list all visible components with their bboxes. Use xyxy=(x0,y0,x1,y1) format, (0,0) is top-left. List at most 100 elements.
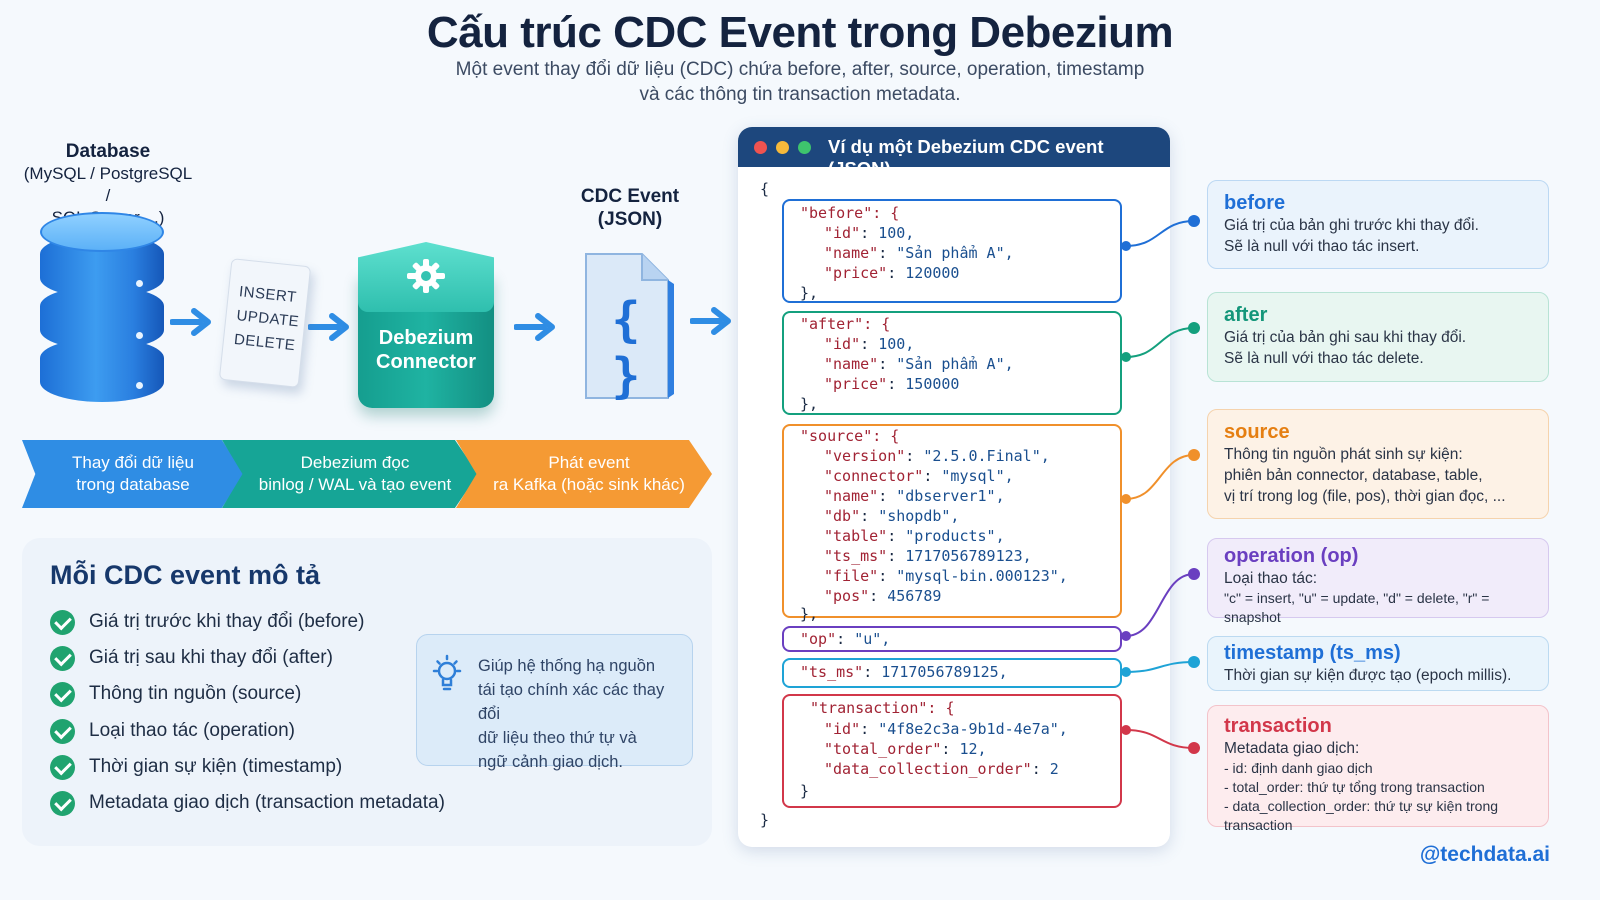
step-2-line-1: Debezium đọc xyxy=(300,453,410,472)
database-title: Database xyxy=(65,141,151,162)
json-line: "price": 120000 xyxy=(824,264,960,282)
json-before-box xyxy=(782,199,1122,303)
step-2: Debezium đọc binlog / WAL và tạo event xyxy=(222,440,478,508)
json-line: "table": "products", xyxy=(824,527,1005,545)
card-title: timestamp (ts_ms) xyxy=(1224,642,1401,664)
card-transaction: transaction Metadata giao dịch: - id: đị… xyxy=(1207,705,1549,833)
card-timestamp: timestamp (ts_ms) Thời gian sự kiện được… xyxy=(1207,636,1549,691)
check-icon xyxy=(50,609,75,635)
describe-item-label: Giá trị trước khi thay đổi (before) xyxy=(89,611,365,632)
step-3-line-2: ra Kafka (hoặc sink khác) xyxy=(493,475,685,494)
card-line: Giá trị của bản ghi trước khi thay đổi. xyxy=(1224,217,1479,234)
describe-item-label: Thời gian sự kiện (timestamp) xyxy=(89,756,343,777)
author-handle: @techdata.ai xyxy=(1419,843,1550,866)
card-line: Loại thao tác: xyxy=(1224,570,1318,587)
op-delete: DELETE xyxy=(233,330,297,355)
json-panel-title: Ví dụ một Debezium CDC event (JSON) xyxy=(828,136,1104,179)
step-2-line-2: binlog / WAL và tạo event xyxy=(258,475,452,494)
check-icon xyxy=(50,681,75,707)
maximize-dot-icon xyxy=(798,141,811,154)
json-close: }, xyxy=(800,395,819,413)
card-title: source xyxy=(1224,421,1290,443)
card-title: before xyxy=(1224,192,1286,214)
lightbulb-icon xyxy=(432,654,462,691)
card-line: Thời gian sự kiện được tạo (epoch millis… xyxy=(1224,667,1512,684)
json-open-brace: { xyxy=(760,180,770,198)
connector-label-2: Connector xyxy=(376,351,476,373)
json-line: "total_order": 12, xyxy=(824,740,987,758)
describe-item: Giá trị trước khi thay đổi (before) xyxy=(50,609,364,635)
json-line: "connector": "mysql", xyxy=(824,467,1014,485)
json-close: } xyxy=(800,782,810,800)
json-line: "id": "4f8e2c3a-9b1d-4e7a", xyxy=(824,720,1068,738)
arrow-right-icon xyxy=(170,308,211,336)
json-panel: Ví dụ một Debezium CDC event (JSON) { "b… xyxy=(738,127,1170,847)
json-ts-line: "ts_ms": 1717056789125, xyxy=(800,663,1008,681)
json-transaction-key: "transaction": { xyxy=(810,699,955,717)
describe-item: Metadata giao dịch (transaction metadata… xyxy=(50,790,445,816)
json-ts-box xyxy=(782,658,1122,688)
check-icon xyxy=(50,718,75,744)
check-icon xyxy=(50,790,75,816)
card-line: phiên bản connector, database, table, xyxy=(1224,467,1483,484)
subtitle-line-2: và các thông tin transaction metadata. xyxy=(639,84,961,105)
describe-item-label: Metadata giao dịch (transaction metadata… xyxy=(89,792,445,813)
check-icon xyxy=(50,754,75,780)
json-line: "name": "Sản phẩm A", xyxy=(824,244,1014,262)
page-title: Cấu trúc CDC Event trong Debezium xyxy=(426,8,1174,57)
describe-title: Mỗi CDC event mô tả xyxy=(50,560,321,590)
json-line: "name": "dbserver1", xyxy=(824,487,1005,505)
cdc-event-sub: (JSON) xyxy=(597,209,663,230)
card-line: - id: định danh giao dịch xyxy=(1224,760,1373,776)
json-line: "price": 150000 xyxy=(824,375,960,393)
connector-label-1: Debezium xyxy=(378,327,474,349)
gear-icon xyxy=(407,259,445,293)
describe-item: Thời gian sự kiện (timestamp) xyxy=(50,754,342,780)
step-3-line-1: Phát event xyxy=(548,453,630,472)
card-source: source Thông tin nguồn phát sinh sự kiện… xyxy=(1207,409,1549,519)
card-before: before Giá trị của bản ghi trước khi tha… xyxy=(1207,180,1549,269)
describe-item: Giá trị sau khi thay đổi (after) xyxy=(50,645,333,671)
json-line: "name": "Sản phẩm A", xyxy=(824,355,1014,373)
json-after-box xyxy=(782,311,1122,415)
json-line: "id": 100, xyxy=(824,224,915,242)
subtitle-line-1: Một event thay đổi dữ liệu (CDC) chứa be… xyxy=(455,59,1145,80)
card-line: - data_collection_order: thứ tự sự kiện … xyxy=(1224,798,1499,833)
connector-lines xyxy=(1121,215,1200,754)
minimize-dot-icon xyxy=(776,141,789,154)
check-icon xyxy=(50,645,75,671)
json-line: "file": "mysql-bin.000123", xyxy=(824,567,1068,585)
describe-item-label: Loại thao tác (operation) xyxy=(89,720,295,741)
json-line: "db": "shopdb", xyxy=(824,507,960,525)
json-panel-header: Ví dụ một Debezium CDC event (JSON) xyxy=(738,127,1170,179)
card-line: Sẽ là null với thao tác delete. xyxy=(1224,350,1424,367)
json-line: "id": 100, xyxy=(824,335,915,353)
cdc-event-label: CDC Event (JSON) xyxy=(568,185,692,231)
card-line: - total_order: thứ tự tổng trong transac… xyxy=(1224,779,1485,795)
tip-line: dữ liệu theo thứ tự và xyxy=(478,729,637,747)
tip-line: ngữ cảnh giao dịch. xyxy=(478,753,623,771)
tip-text: Giúp hệ thống hạ nguồn tái tạo chính xác… xyxy=(478,654,688,774)
close-dot-icon xyxy=(754,141,767,154)
card-line: Giá trị của bản ghi sau khi thay đổi. xyxy=(1224,329,1467,346)
card-title: transaction xyxy=(1224,715,1332,737)
card-line: Thông tin nguồn phát sinh sự kiện: xyxy=(1224,446,1463,463)
database-sub-1: (MySQL / PostgreSQL / xyxy=(23,164,193,205)
arrow-right-icon xyxy=(690,307,731,335)
curly-braces-icon: { } xyxy=(611,292,641,404)
operations-card: INSERT UPDATE DELETE xyxy=(218,258,312,388)
card-operation: operation (op) Loại thao tác: "c" = inse… xyxy=(1207,538,1549,625)
card-title: operation (op) xyxy=(1224,545,1359,567)
cdc-event-title: CDC Event xyxy=(580,186,680,207)
json-close-brace: } xyxy=(760,811,770,829)
debezium-connector-icon: Debezium Connector xyxy=(358,242,494,408)
card-line: vị trí trong log (file, pos), thời gian … xyxy=(1224,488,1506,505)
card-line: "c" = insert, "u" = update, "d" = delete… xyxy=(1224,590,1490,625)
step-1-line-1: Thay đổi dữ liệu xyxy=(72,453,194,472)
describe-item: Thông tin nguồn (source) xyxy=(50,681,301,707)
json-line: "data_collection_order": 2 xyxy=(824,760,1059,778)
card-line: Metadata giao dịch: xyxy=(1224,740,1360,757)
card-title: after xyxy=(1224,304,1268,326)
arrow-right-icon xyxy=(514,313,555,341)
